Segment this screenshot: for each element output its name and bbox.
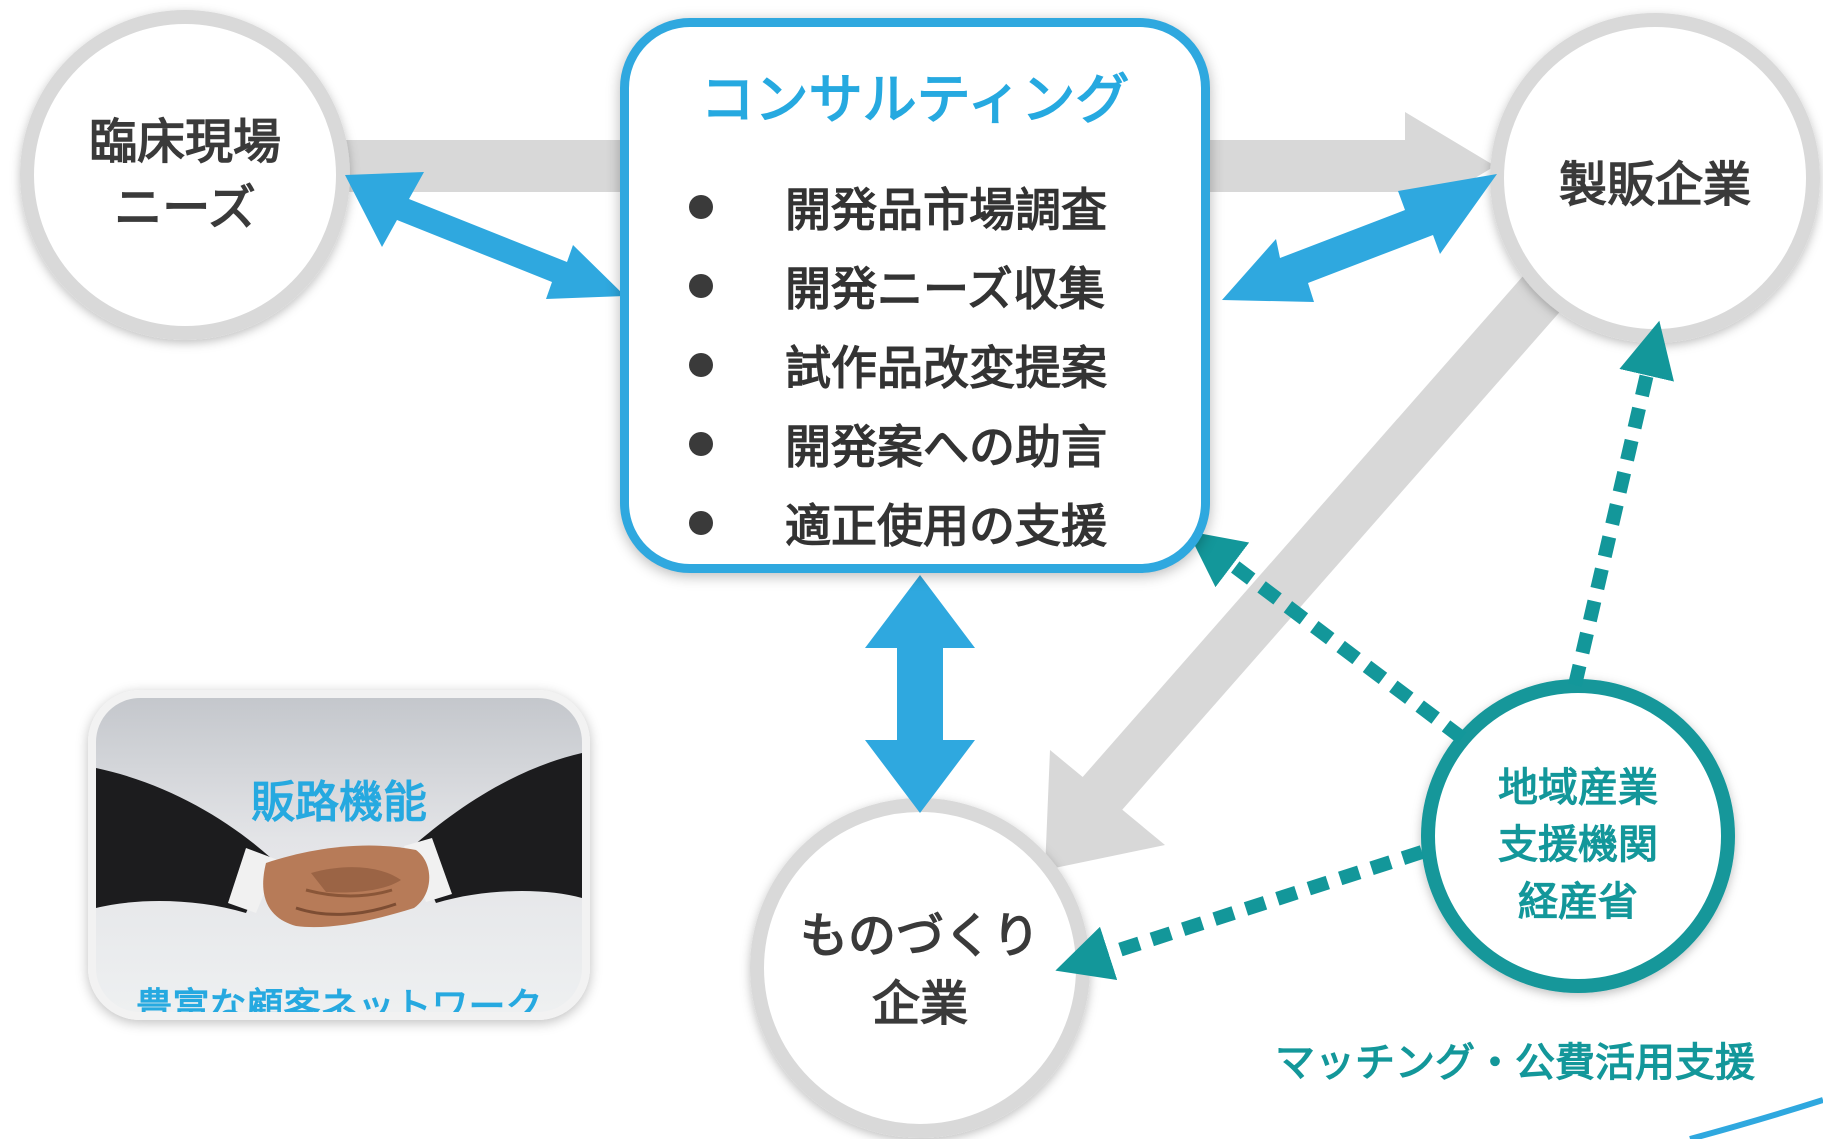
consulting-item-text: 開発品市場調査 [785, 182, 1107, 237]
consulting-item: 開発品市場調査 [689, 167, 1107, 246]
matching-support-caption: マッチング・公費活用支援 [1275, 1040, 1755, 1086]
consulting-item-text: 開発案への助言 [785, 419, 1107, 474]
blue-double-arrow-clinical-consulting [345, 172, 625, 299]
support-agency-line-2: 支援機関 [1498, 821, 1658, 868]
bullet-icon [689, 510, 713, 535]
monozukuri-line-1: ものづくり [799, 908, 1040, 964]
teal-dotted-arrow-to-manufacturer [1568, 320, 1674, 687]
bullet-icon [689, 352, 713, 377]
monozukuri-label: ものづくり 企業 [770, 890, 1070, 1050]
sales-function-card: 販路機能 豊富な顧客ネットワーク [88, 690, 590, 1020]
manufacturer-line-1: 製販企業 [1558, 157, 1751, 213]
consulting-item-text: 適正使用の支援 [785, 498, 1107, 553]
bullet-icon [689, 431, 713, 456]
handshake-icon [96, 753, 582, 928]
bullet-icon [689, 194, 713, 219]
support-agency-line-1: 地域産業 [1498, 764, 1658, 811]
support-agency-line-3: 経産省 [1518, 878, 1638, 925]
clinical-needs-circle [20, 10, 350, 340]
consulting-item: 適正使用の支援 [689, 483, 1107, 562]
consulting-item: 開発案への助言 [689, 404, 1107, 483]
consulting-box: コンサルティング 開発品市場調査 開発ニーズ収集 試作品改変提案 開発案への助言… [620, 18, 1210, 573]
gray-arrow-manufacturer-to-monozukuri [1045, 268, 1572, 870]
manufacturer-label: 製販企業 [1505, 140, 1805, 220]
consulting-item: 開発ニーズ収集 [689, 246, 1107, 325]
sales-function-title: 販路機能 [251, 777, 427, 828]
clinical-needs-line-1: 臨床現場 [88, 114, 281, 170]
teal-dotted-arrow-to-consulting [1187, 531, 1467, 744]
support-agency-circle [1421, 679, 1735, 993]
blue-double-arrow-consulting-manufacturer [1222, 174, 1497, 302]
consulting-item-text: 開発ニーズ収集 [785, 261, 1105, 316]
monozukuri-line-2: 企業 [871, 976, 968, 1032]
clinical-needs-line-2: ニーズ [114, 180, 256, 236]
customer-network-caption: 豊富な顧客ネットワーク [135, 985, 543, 1020]
consulting-item-text: 試作品改変提案 [785, 340, 1107, 395]
consulting-item: 試作品改変提案 [689, 325, 1107, 404]
clinical-needs-label: 臨床現場 ニーズ [35, 95, 335, 255]
support-agency-label: 地域産業 支援機関 経産省 [1448, 760, 1708, 930]
blue-double-arrow-consulting-monozukuri [865, 575, 975, 813]
corner-swoosh [1689, 1097, 1823, 1139]
consulting-list: 開発品市場調査 開発ニーズ収集 試作品改変提案 開発案への助言 適正使用の支援 [689, 167, 1107, 562]
consulting-title: コンサルティング [700, 68, 1130, 131]
bullet-icon [689, 273, 713, 298]
teal-dotted-arrow-to-monozukuri [1055, 845, 1425, 981]
